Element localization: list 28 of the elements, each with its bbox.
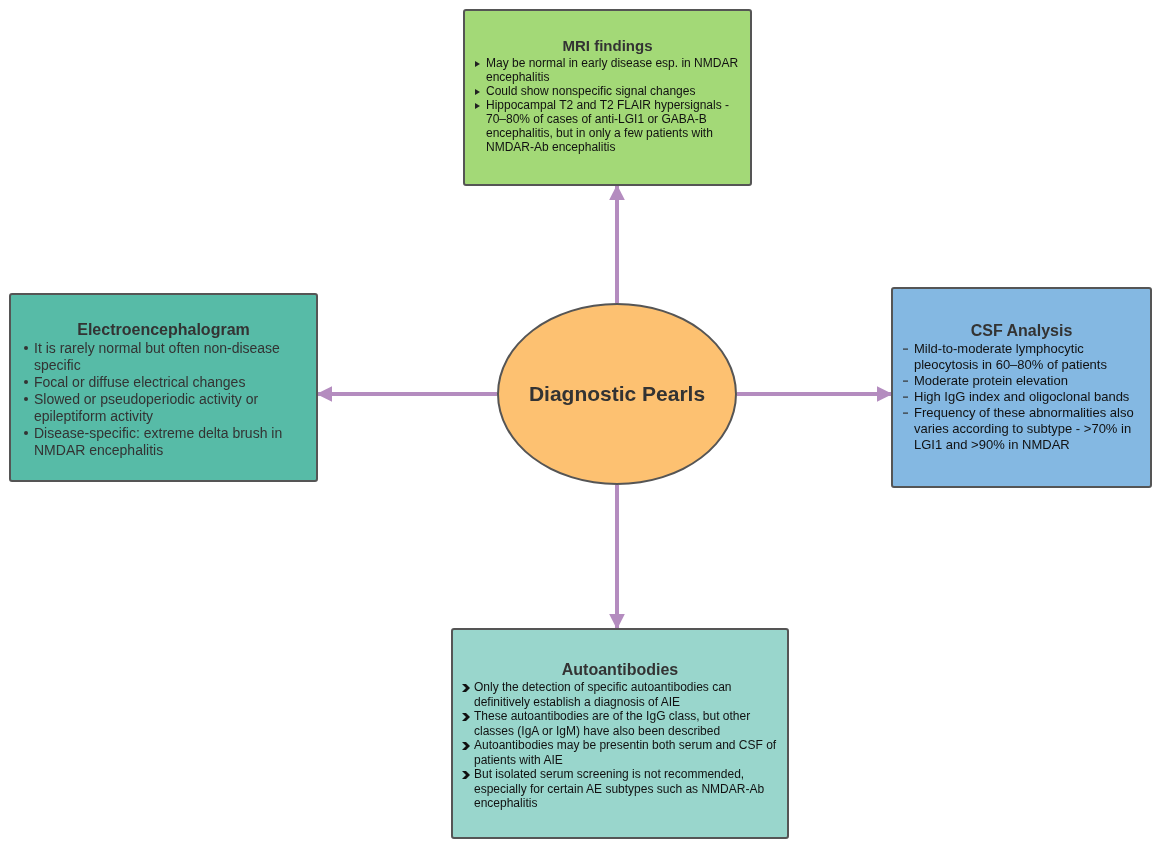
bullet-text: High IgG index and oligoclonal bands — [914, 389, 1130, 405]
info-box — [891, 287, 1152, 488]
arrow — [609, 485, 625, 630]
bullet-text: Moderate protein elevation — [914, 373, 1068, 389]
bullet-text: Frequency of these abnormalities also varies according to subtype - >70% in LGI1 and >90% in NMDAR — [914, 405, 1135, 453]
bullet-text: These autoantibodies are of the IgG class, but other classes (IgA or IgM) have also been described — [474, 709, 752, 738]
bullet-text: It is rarely normal but often non-disease specific — [34, 340, 281, 374]
arrow — [316, 386, 497, 402]
box-heading: MRI findings — [561, 37, 654, 56]
box-heading: CSF Analysis — [969, 321, 1074, 341]
box-heading: Autoantibodies — [560, 660, 680, 680]
info-box — [451, 628, 789, 839]
bullet-text: Focal or diffuse electrical changes — [34, 374, 246, 391]
bullet-text: Only the detection of specific autoantibodies can definitively establish a diagnosis of AIE — [474, 680, 733, 709]
bullet-text: Disease-specific: extreme delta brush in NMDAR encephalitis — [34, 425, 284, 459]
node-title: Diagnostic Pearls — [528, 381, 706, 408]
box-heading: Electroencephalogram — [76, 320, 251, 340]
bullet-text: Hippocampal T2 and T2 FLAIR hypersignals - 70–80% of cases of anti-LGI1 or GABA-B encephalitis, but in only a few patients with NMDAR-Ab encephalitis — [486, 97, 730, 154]
bullet-text: Mild-to-moderate lymphocytic pleocytosis in 60–80% of patients — [914, 341, 1108, 373]
bullet-text: May be normal in early disease esp. in NMDAR encephalitis — [486, 55, 740, 84]
bullet-text: Slowed or pseudoperiodic activity or epileptiform activity — [34, 391, 260, 425]
arrow — [737, 386, 893, 402]
info-box — [9, 293, 318, 482]
bullet-text: But isolated serum screening is not recommended, especially for certain AE subtypes such as NMDAR-Ab encephalitis — [474, 767, 766, 811]
bullet-text: Could show nonspecific signal changes — [486, 83, 696, 98]
bullet-text: Autoantibodies may be presentin both serum and CSF of patients with AIE — [474, 738, 778, 767]
info-box — [463, 9, 752, 186]
arrow — [609, 184, 625, 303]
